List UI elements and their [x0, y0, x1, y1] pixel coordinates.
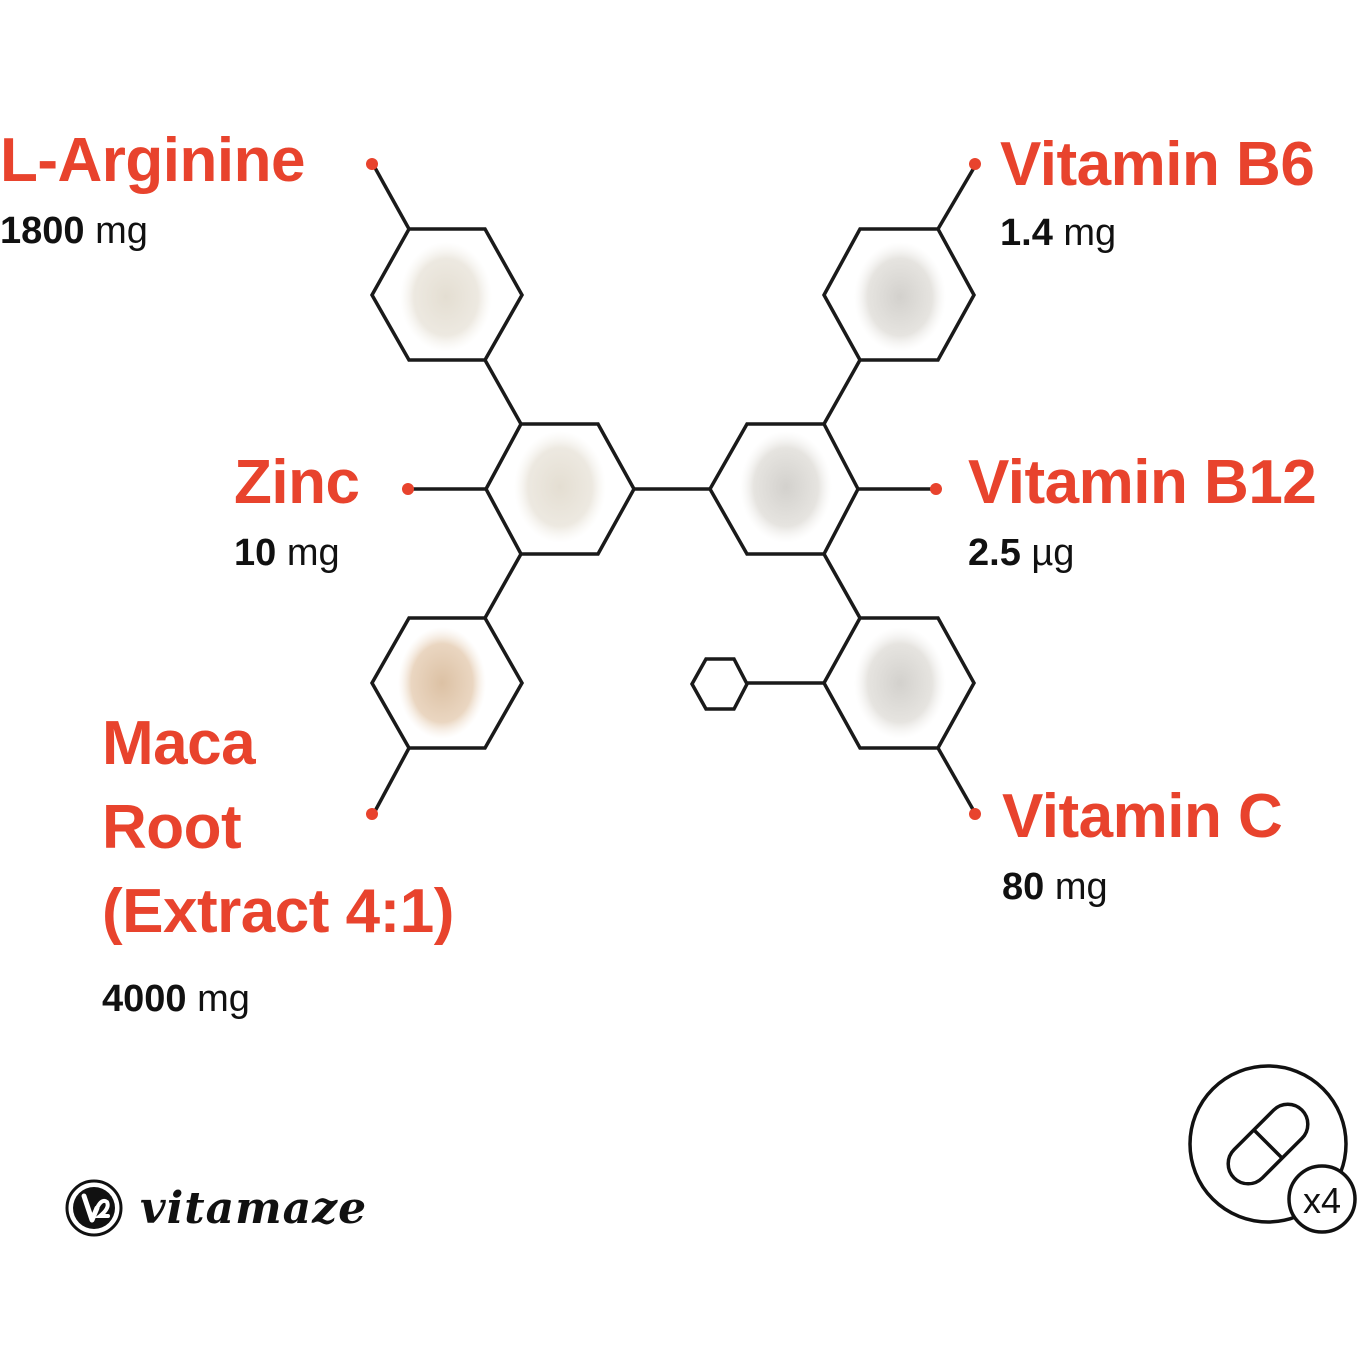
label-vitamin-b12: Vitamin B12 2.5 µg — [968, 448, 1317, 573]
ingredient-name-line-1: Maca — [102, 709, 256, 778]
ingredient-name: Vitamin C — [1002, 782, 1283, 851]
ingredient-name-line-2: Root — [102, 793, 242, 862]
ingredient-name: L-Arginine — [0, 126, 305, 195]
vitamaze-logo-icon — [65, 1179, 123, 1237]
connector-arginine-zinc — [483, 359, 523, 425]
amount-value: 80 — [1002, 866, 1045, 908]
dot-maca-root — [366, 808, 378, 820]
dot-vitamin-b6 — [969, 158, 981, 170]
ingredient-amount: 1.4 mg — [1000, 214, 1314, 252]
connector-c-label — [936, 747, 977, 814]
connector-b6-label — [936, 165, 977, 230]
label-l-arginine: L-Arginine 1800 mg — [0, 126, 305, 251]
amount-value: 1800 — [0, 210, 85, 252]
dot-vitamin-b12 — [930, 483, 942, 495]
hexagon-vitamin-b6 — [822, 227, 976, 362]
dosage-badge: x4 — [1303, 1180, 1341, 1221]
brand-name: vitamaze — [140, 1182, 368, 1234]
label-vitamin-c: Vitamin C 80 mg — [1002, 782, 1283, 907]
connector-maca-label — [372, 747, 411, 814]
ingredient-amount: 1800 mg — [0, 212, 305, 250]
brand-logo: vitamaze — [64, 1178, 367, 1238]
dot-zinc — [402, 483, 414, 495]
amount-unit: µg — [1031, 532, 1075, 574]
amount-value: 1.4 — [1000, 212, 1053, 254]
amount-value: 4000 — [102, 978, 187, 1020]
capsule-icon: x4 — [1188, 1064, 1357, 1234]
connector-b6-b12 — [822, 359, 862, 425]
label-zinc: Zinc 10 mg — [234, 448, 360, 573]
ingredient-amount: 4000 mg — [102, 980, 454, 1018]
hexagon-vitamin-c — [821, 616, 977, 750]
amount-value: 2.5 — [968, 532, 1021, 574]
amount-unit: mg — [95, 210, 148, 252]
label-vitamin-b6: Vitamin B6 1.4 mg — [1000, 130, 1315, 253]
hexagon-vitamin-b12 — [707, 422, 860, 556]
hexagon-l-arginine — [369, 227, 525, 362]
connector-b12-c — [822, 553, 862, 619]
amount-unit: mg — [1063, 212, 1117, 254]
ingredient-name: Vitamin B12 — [968, 448, 1317, 517]
dot-l-arginine — [366, 158, 378, 170]
ingredient-name: Zinc — [234, 448, 360, 517]
amount-unit: mg — [197, 978, 250, 1020]
hexagon-small — [689, 657, 749, 711]
hexagon-maca-root — [369, 616, 525, 750]
ingredient-amount: 10 mg — [234, 534, 359, 572]
dot-vitamin-c — [969, 808, 981, 820]
connector-l-arginine — [372, 165, 411, 230]
label-maca-root: Maca Root (Extract 4:1) 4000 mg — [102, 702, 454, 1018]
amount-unit: mg — [1054, 866, 1108, 908]
ingredient-amount: 2.5 µg — [968, 534, 1316, 572]
hexagon-zinc — [484, 422, 637, 556]
ingredient-name: Vitamin B6 — [1000, 130, 1315, 199]
amount-value: 10 — [234, 532, 277, 574]
amount-unit: mg — [286, 532, 340, 574]
ingredient-amount: 80 mg — [1002, 868, 1282, 906]
connector-zinc-maca — [483, 553, 523, 619]
ingredient-name-line-3: (Extract 4:1) — [102, 877, 454, 946]
